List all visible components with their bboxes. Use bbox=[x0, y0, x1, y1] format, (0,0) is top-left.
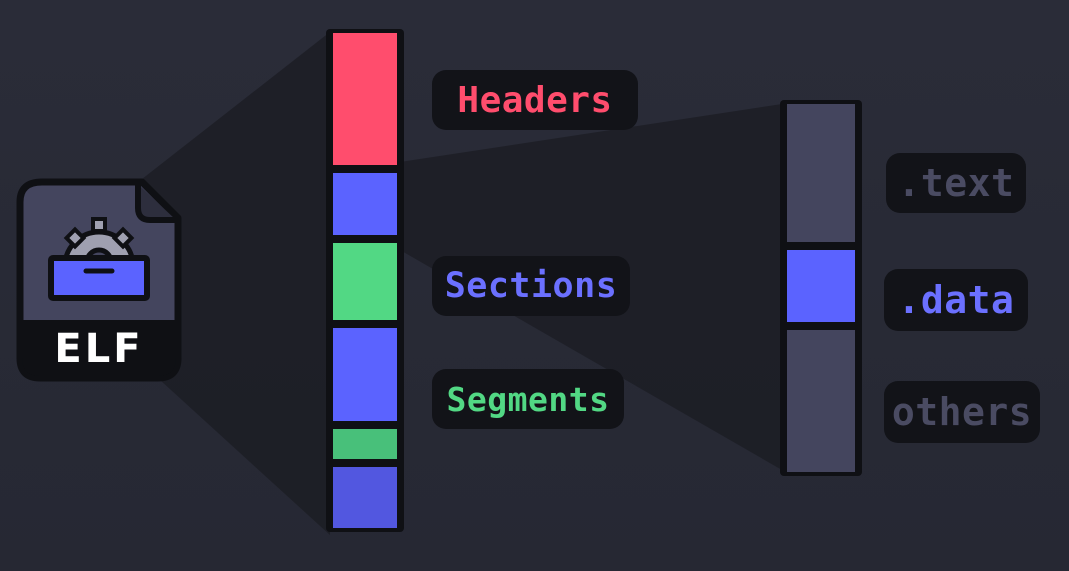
block-headers bbox=[333, 33, 397, 165]
block-text-block bbox=[787, 104, 855, 242]
elf-label-band bbox=[22, 320, 176, 376]
block-green-2 bbox=[333, 429, 397, 459]
sections-label: Sections bbox=[432, 256, 630, 316]
block-blue-2 bbox=[333, 328, 397, 421]
elf-file-icon bbox=[16, 178, 182, 382]
block-blue-3 bbox=[333, 467, 397, 528]
text-section-label: .text bbox=[886, 153, 1026, 213]
block-data-block bbox=[787, 250, 855, 322]
text-section-label-text: .text bbox=[897, 161, 1015, 205]
others-section-label-text: others bbox=[891, 390, 1033, 434]
block-green-1 bbox=[333, 243, 397, 320]
segments-label: Segments bbox=[432, 369, 624, 429]
elf-structure-column bbox=[326, 29, 404, 532]
headers-label: Headers bbox=[432, 70, 638, 130]
elf-file-label: ELF bbox=[54, 326, 144, 372]
headers-label-text: Headers bbox=[457, 79, 613, 121]
sections-detail-column bbox=[780, 100, 862, 476]
elf-file-fold bbox=[135, 184, 176, 223]
data-section-label: .data bbox=[884, 269, 1028, 331]
others-section-label: others bbox=[884, 381, 1040, 443]
data-section-label-text: .data bbox=[897, 278, 1015, 322]
segments-label-text: Segments bbox=[446, 379, 610, 419]
elf-projection-cone bbox=[128, 32, 330, 535]
elf-icon-tray bbox=[48, 255, 150, 301]
block-others-block bbox=[787, 330, 855, 472]
sections-label-text: Sections bbox=[444, 266, 618, 306]
block-blue-1 bbox=[333, 173, 397, 235]
